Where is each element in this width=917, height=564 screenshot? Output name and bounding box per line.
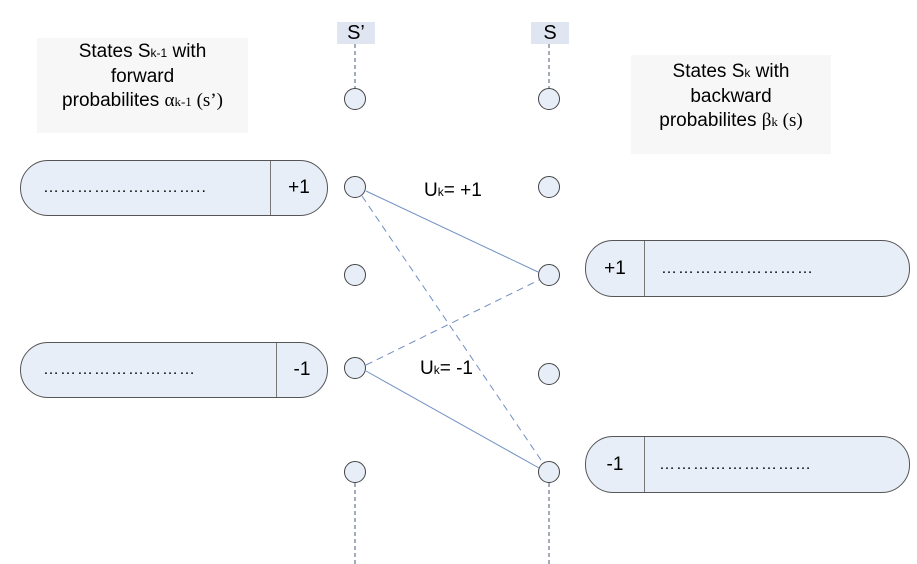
right-state-minus1[interactable]: -1 ……………………… [585,436,910,493]
next-state-node[interactable] [538,176,560,198]
transition-label-minus: Uk= -1 [420,358,473,380]
state-value: +1 [288,177,310,198]
greek-letter: α [164,90,175,111]
label-text: with [167,41,207,62]
label-subscript: k [771,114,778,129]
next-state-node[interactable] [538,264,560,286]
prev-state-node[interactable] [344,264,366,286]
state-dots: ……………………… [43,361,196,378]
label-text: U [424,180,438,201]
label-text: States S [78,41,151,62]
next-state-node[interactable] [538,363,560,385]
state-value: +1 [604,257,626,279]
edge-plus-from-minus1 [365,370,540,469]
forward-label-line2: forward [110,66,175,87]
label-subscript: k-1 [150,46,168,60]
label-text: probabilites [659,110,762,131]
separator [644,241,645,296]
next-state-node[interactable] [538,88,560,110]
label-subscript: k [433,363,440,377]
label-text: probabilites [62,90,165,111]
prev-state-node[interactable] [344,357,366,379]
label-subscript: k [437,185,444,199]
label-subscript: k [744,66,751,80]
next-column-header: S [531,22,569,44]
state-dots: ……………………… [659,455,812,473]
backward-label-line1: States Sk with [631,60,831,85]
separator [276,343,277,397]
edge-plus-from-plus1 [365,190,539,273]
prev-column-header: S’ [337,22,375,44]
forward-label-line1: States Sk-1 with [37,40,248,65]
left-state-minus1[interactable]: ……………………… -1 [20,342,328,398]
label-text: U [420,358,434,379]
alpha-symbol: αk-1 (s’) [165,90,223,111]
backward-states-label: States Sk with backward probabilites βk … [631,55,831,154]
edge-minus-from-plus1 [361,195,544,464]
label-text: = -1 [439,358,474,379]
left-state-plus1[interactable]: ……………………….. +1 [20,160,328,216]
label-subscript: k-1 [174,94,192,109]
label-text: States S [672,61,745,82]
next-state-node[interactable] [538,461,560,483]
state-dots: ……………………….. [43,179,207,196]
label-arg: (s’) [191,90,223,111]
prev-state-node[interactable] [344,88,366,110]
beta-symbol: βk (s) [762,110,803,131]
edge-minus-from-minus1 [365,279,540,366]
state-value: -1 [293,359,311,380]
prev-state-node[interactable] [344,461,366,483]
label-arg: (s) [777,110,803,131]
transition-label-plus: Uk= +1 [424,180,482,202]
forward-states-label: States Sk-1 with forward probabilites αk… [37,38,248,133]
label-text: with [750,61,790,82]
forward-label-line3: probabilites αk-1 (s’) [37,89,248,114]
right-state-plus1[interactable]: +1 ……………………… [585,240,910,297]
label-text: = +1 [443,180,482,201]
prev-state-node[interactable] [344,176,366,198]
greek-letter: β [761,110,772,131]
state-dots: ……………………… [661,259,814,277]
backward-label-line3: probabilites βk (s) [631,109,831,134]
separator [270,161,271,215]
state-value: -1 [606,453,624,475]
backward-label-line2: backward [690,86,772,107]
separator [644,437,645,492]
